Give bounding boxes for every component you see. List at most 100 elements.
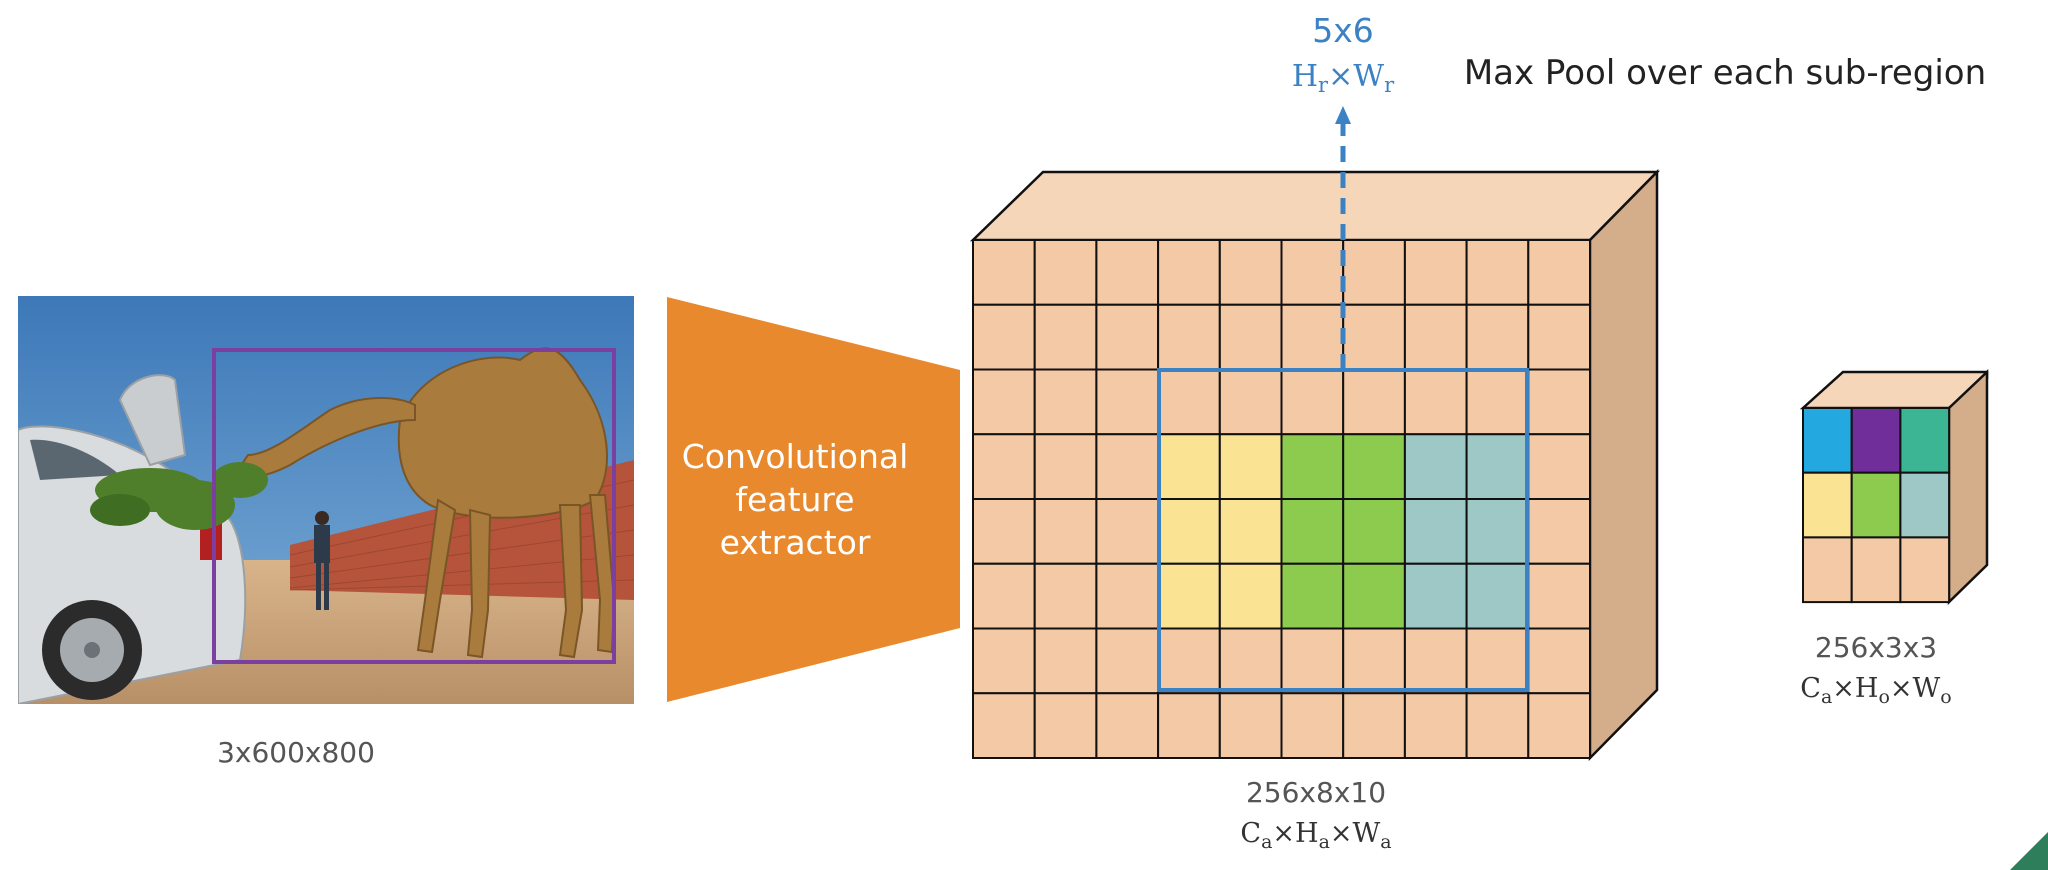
feature-map-cell — [1033, 692, 1098, 759]
feature-map-cell — [1157, 562, 1221, 630]
feature-map-cell — [1465, 498, 1530, 565]
feature-map-cell — [1342, 303, 1406, 371]
feature-map-cell — [1218, 239, 1283, 306]
corner-mark — [2010, 832, 2048, 870]
input-photo — [18, 296, 634, 704]
feature-map-cell — [1280, 498, 1345, 565]
feature-map-side-face — [1588, 168, 1659, 762]
feature-map-cell — [1342, 239, 1406, 306]
output-cell — [1899, 407, 1951, 474]
feature-map-cell — [1527, 239, 1592, 306]
feature-map-cell — [1403, 433, 1468, 500]
feature-map-cell — [1033, 562, 1098, 630]
feature-map-cell — [1465, 627, 1530, 695]
roi-bounding-box — [212, 348, 616, 664]
feature-map-cell — [1218, 498, 1283, 565]
output-cell — [1802, 536, 1853, 604]
feature-map-cell — [1403, 303, 1468, 371]
output-side-face — [1947, 369, 1989, 605]
feature-map-cell — [1218, 692, 1283, 759]
camel-figure — [236, 347, 616, 659]
feature-map-cell — [1218, 368, 1283, 436]
extractor-label-line-1: Convolutional — [682, 437, 909, 476]
output-cell — [1899, 471, 1951, 539]
feature-map-cell — [1527, 303, 1592, 371]
feature-map-cell — [1280, 368, 1345, 436]
feature-map-cell — [1280, 562, 1345, 630]
feature-map-cell — [1095, 498, 1160, 565]
output-cell — [1802, 471, 1853, 539]
output-math-label: Ca×Ho×Wo — [1800, 673, 1951, 708]
feature-map-cell — [1095, 239, 1160, 306]
feature-map-cell — [1527, 562, 1592, 630]
feature-map-cell — [1157, 303, 1221, 371]
feature-map-cell — [1095, 433, 1160, 500]
feature-map-cell — [1218, 303, 1283, 371]
feature-map-cell — [1280, 303, 1345, 371]
feature-map-cell — [1095, 303, 1160, 371]
feature-map-cell — [972, 627, 1036, 695]
feature-map-cell — [1033, 498, 1098, 565]
feature-map-cell — [1280, 692, 1345, 759]
feature-extractor-trapezoid — [667, 297, 960, 702]
output-grid — [1802, 407, 1951, 604]
feature-map-cell — [1157, 368, 1221, 436]
extractor-label-line-2: feature — [735, 480, 854, 519]
feature-map-cell — [1033, 239, 1098, 306]
output-cell — [1899, 536, 1951, 604]
feature-map-cell — [972, 692, 1036, 759]
feature-map-cell — [972, 433, 1036, 500]
feature-map-cell — [972, 368, 1036, 436]
feature-map-cell — [972, 562, 1036, 630]
feature-map-cell — [1157, 692, 1221, 759]
feature-map-cell — [1218, 627, 1283, 695]
feature-map-cell — [1033, 368, 1098, 436]
feature-map-cell — [1342, 498, 1406, 565]
feature-map-cell — [1403, 627, 1468, 695]
max-pool-caption: Max Pool over each sub-region — [1464, 53, 1986, 93]
feature-map-cell — [1403, 368, 1468, 436]
feature-map-cell — [972, 498, 1036, 565]
feature-map-cell — [1527, 433, 1592, 500]
feature-map-cell — [1095, 368, 1160, 436]
feature-map-cell — [1280, 627, 1345, 695]
feature-map-cell — [1095, 562, 1160, 630]
roi-size-label: 5x6 — [1312, 11, 1374, 50]
feature-map-cell — [1465, 433, 1530, 500]
feature-map-cell — [972, 239, 1036, 306]
feature-map-cell — [1280, 433, 1345, 500]
feature-map-cell — [1403, 498, 1468, 565]
feature-map-cell — [1527, 498, 1592, 565]
person-figure — [314, 511, 330, 610]
feature-map-cell — [1465, 692, 1530, 759]
feature-map-cell — [1342, 433, 1406, 500]
feature-map-cell — [1157, 239, 1221, 306]
feature-map-cell — [1033, 433, 1098, 500]
feature-map-cell — [1527, 627, 1592, 695]
extractor-label-line-3: extractor — [720, 523, 871, 562]
output-cell — [1850, 536, 1902, 604]
feature-map-cell — [1218, 433, 1283, 500]
feature-map-cell — [1465, 239, 1530, 306]
feature-map-cell — [1157, 627, 1221, 695]
feature-map-cell — [1527, 692, 1592, 759]
feature-map-cell — [1465, 562, 1530, 630]
feature-map-cell — [1218, 562, 1283, 630]
feature-map-cuboid — [969, 168, 1660, 762]
feature-map-cell — [1342, 368, 1406, 436]
feature-map-cell — [1465, 303, 1530, 371]
feature-map-cell — [972, 303, 1036, 371]
feature-map-cell — [1033, 303, 1098, 371]
output-cell — [1802, 407, 1853, 474]
roi-math-label: Hr×Wr — [1292, 59, 1395, 97]
input-size-label: 3x600x800 — [217, 736, 375, 769]
output-cell — [1850, 407, 1902, 474]
feature-map-cell — [1403, 692, 1468, 759]
feature-map-cell — [1342, 692, 1406, 759]
roi-arrow-head — [1335, 106, 1351, 124]
feature-map-size-label: 256x8x10 — [1246, 776, 1386, 809]
feature-map-cell — [1465, 368, 1530, 436]
feature-map-cell — [1157, 498, 1221, 565]
feature-map-grid — [972, 239, 1592, 759]
feature-map-cell — [1095, 627, 1160, 695]
